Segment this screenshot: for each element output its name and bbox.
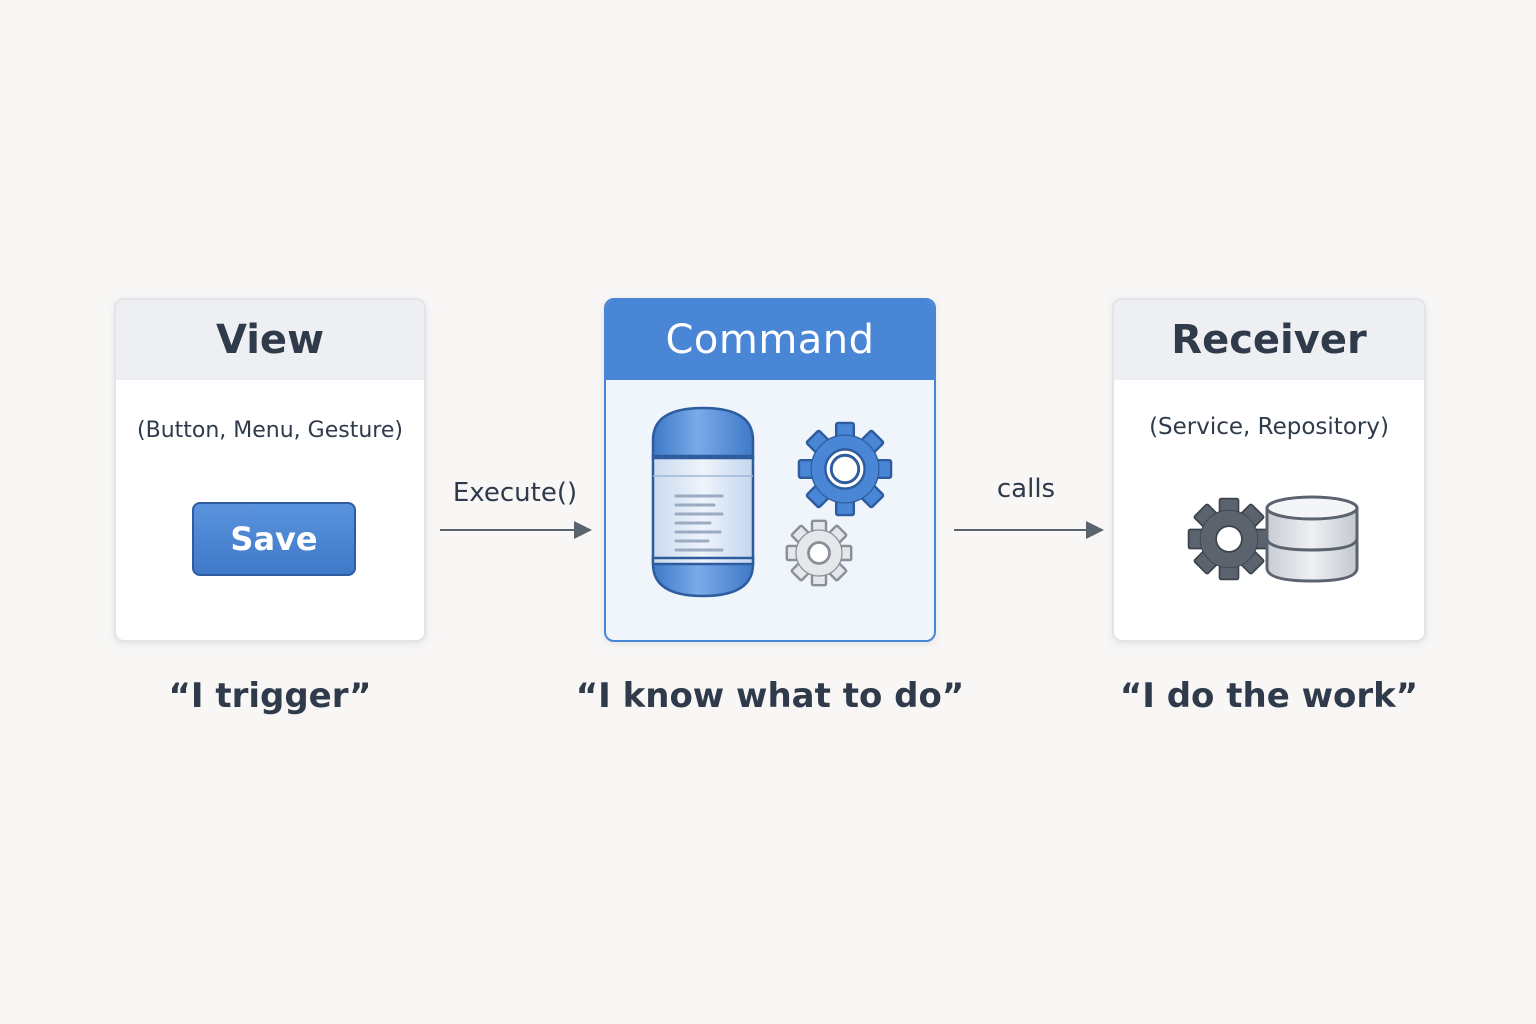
view-card: View (Button, Menu, Gesture) Save xyxy=(114,298,426,642)
capsule-document-icon xyxy=(651,406,755,598)
gear-blue-icon xyxy=(797,421,893,517)
receiver-subtitle: (Service, Repository) xyxy=(1149,414,1389,440)
calls-label: calls xyxy=(996,474,1056,504)
command-card: Command xyxy=(604,298,936,642)
save-button[interactable]: Save xyxy=(192,502,356,576)
view-title: View xyxy=(116,300,424,380)
command-caption: “I know what to do” xyxy=(575,676,965,716)
view-subtitle: (Button, Menu, Gesture) xyxy=(137,418,403,443)
receiver-title: Receiver xyxy=(1114,300,1424,380)
execute-label: Execute() xyxy=(452,478,578,508)
receiver-card: Receiver (Service, Repository) xyxy=(1112,298,1426,642)
database-icon xyxy=(1265,495,1359,583)
gear-dark-icon xyxy=(1187,497,1271,581)
command-title: Command xyxy=(606,300,934,380)
view-caption: “I trigger” xyxy=(168,676,372,716)
execute-arrow xyxy=(440,521,592,539)
gear-gray-icon xyxy=(785,519,853,587)
receiver-caption: “I do the work” xyxy=(1119,676,1419,716)
calls-arrow xyxy=(954,521,1104,539)
